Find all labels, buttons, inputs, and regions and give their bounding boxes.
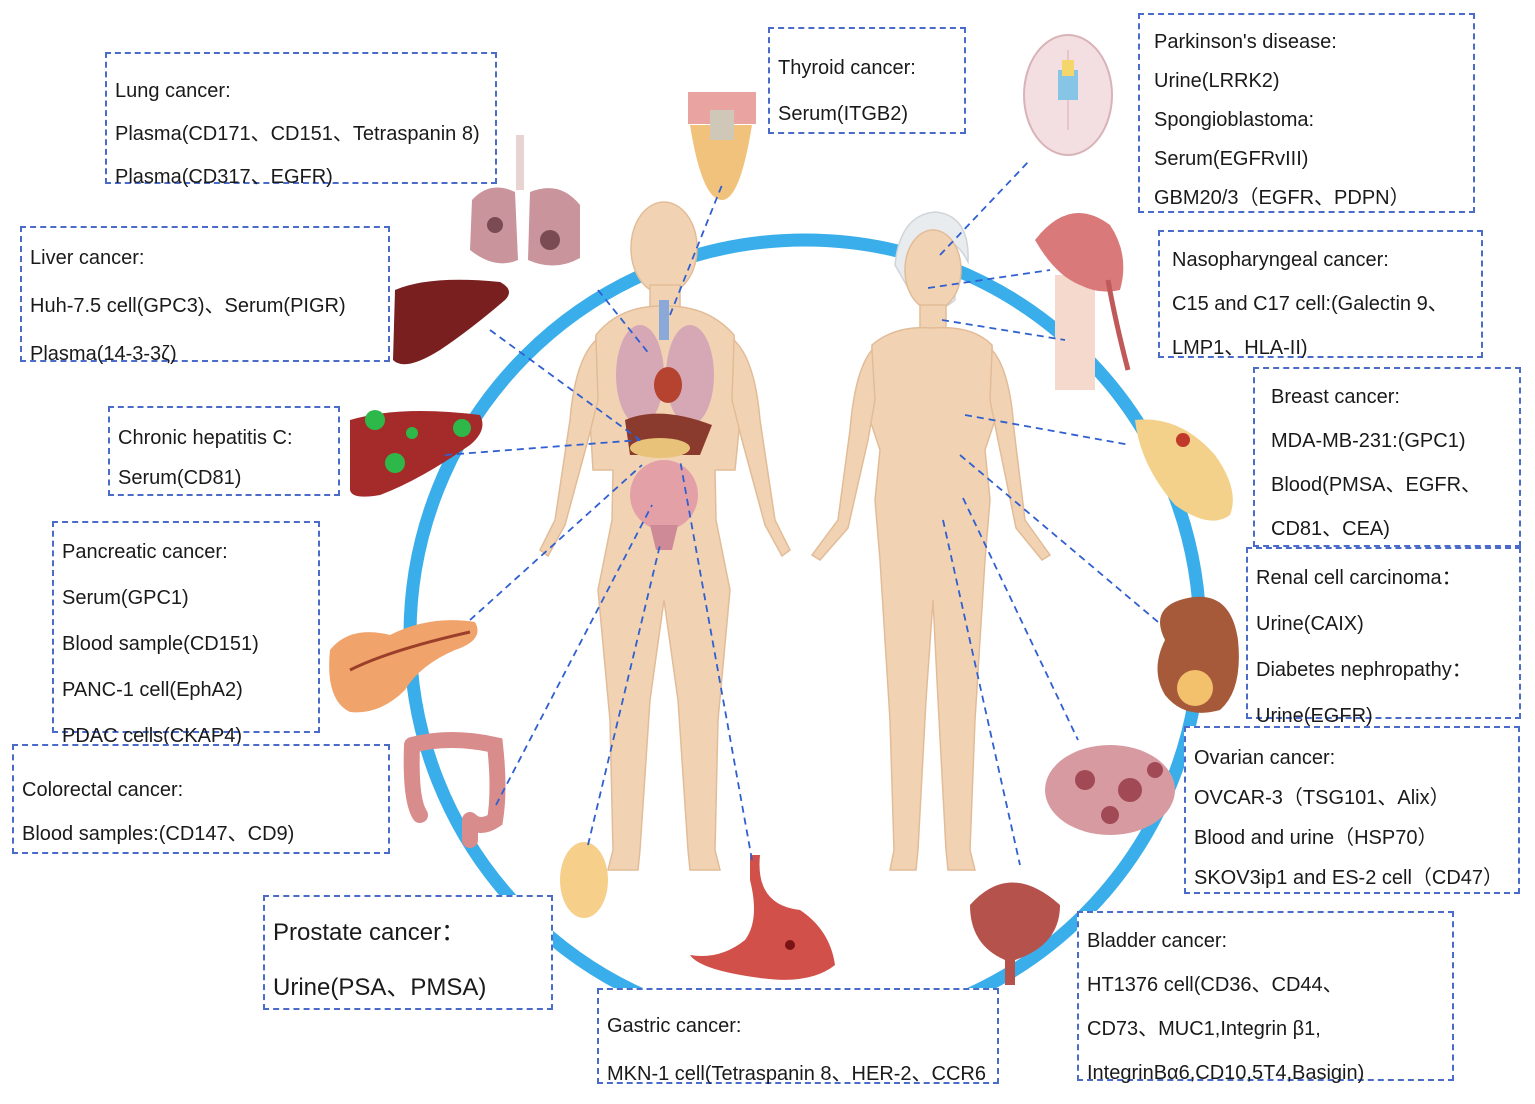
prostate-icon [560, 842, 608, 918]
parkinson-box-line-1: Urine(LRRK2) [1154, 70, 1280, 92]
ovarian-cancer-box-line-3: SKOV3ip1 and ES-2 cell（CD47） [1194, 867, 1504, 889]
pancreatic-cancer-box: Pancreatic cancer: Serum(GPC1) Blood sampl… [52, 521, 320, 747]
renal-cell-carcinoma-box-line-1: Urine(CAIX) [1256, 613, 1364, 635]
bladder-cancer-box: Bladder cancer: HT1376 cell(CD36、CD44、 CD7… [1077, 911, 1454, 1084]
prostate-cancer-box-line-0: Prostate cancer： [273, 919, 466, 946]
breast-cancer-box-line-1: MDA-MB-231:(GPC1) [1271, 430, 1466, 452]
ovary-icon [1045, 745, 1175, 835]
breast-cancer-box-line-2: Blood(PMSA、EGFR、 [1271, 474, 1482, 496]
liver-cancer-box: Liver cancer: Huh-7.5 cell(GPC3)、Serum(PI… [20, 226, 390, 365]
kidney-icon [1157, 596, 1239, 713]
lung-cancer-box: Lung cancer: Plasma(CD171、CD151、Tetraspan… [105, 52, 497, 188]
ovarian-cancer-box-line-1: OVCAR-3（TSG101、Alix） [1194, 787, 1450, 809]
colorectal-cancer-box-line-1: Blood samples:(CD147、CD9) [22, 823, 295, 845]
colorectal-cancer-box-line-0: Colorectal cancer: [22, 779, 184, 801]
liver-cancer-box-line-2: Plasma(14-3-3ζ) [30, 343, 177, 365]
parkinson-box-line-3: Serum(EGFRvIII) [1154, 148, 1309, 170]
lung-cancer-box-line-1: Plasma(CD171、CD151、Tetraspanin 8) [115, 123, 480, 145]
parkinson-box-line-4: GBM20/3（EGFR、PDPN） [1154, 187, 1410, 209]
breast-cancer-box-line-0: Breast cancer: [1271, 386, 1400, 408]
hepatitis-c-box: Chronic hepatitis C: Serum(CD81) [108, 406, 340, 496]
liver-cancer-box-line-0: Liver cancer: [30, 247, 145, 269]
thyroid-cancer-box: Thyroid cancer: Serum(ITGB2) [768, 27, 966, 134]
gastric-cancer-box-line-0: Gastric cancer: [607, 1015, 742, 1037]
infected-liver-icon [350, 410, 483, 497]
renal-cell-carcinoma-box: Renal cell carcinoma： Urine(CAIX) Diabetes… [1246, 547, 1521, 727]
nasopharynx-icon [1035, 213, 1131, 390]
thyroid-icon [688, 92, 756, 200]
ovarian-cancer-box-line-2: Blood and urine（HSP70） [1194, 827, 1438, 849]
ovarian-cancer-box: Ovarian cancer: OVCAR-3（TSG101、Alix） Blood… [1184, 726, 1520, 894]
bladder-cancer-box-line-3: IntegrinBα6,CD10,5T4,Basigin) [1087, 1062, 1365, 1084]
hepatitis-c-box-line-0: Chronic hepatitis C: [118, 427, 293, 449]
thyroid-cancer-box-line-1: Serum(ITGB2) [778, 103, 909, 125]
pancreatic-cancer-box-line-0: Pancreatic cancer: [62, 541, 228, 563]
parkinson-box-line-0: Parkinson's disease: [1154, 31, 1337, 53]
bladder-cancer-box-line-0: Bladder cancer: [1087, 930, 1228, 952]
pancreatic-cancer-box-line-3: PANC-1 cell(EphA2) [62, 679, 243, 701]
prostate-cancer-box: Prostate cancer： Urine(PSA、PMSA) [263, 895, 553, 1010]
parkinson-box-line-2: Spongioblastoma: [1154, 109, 1315, 131]
pancreas-icon [329, 620, 478, 713]
breast-cancer-box-line-3: CD81、CEA) [1271, 518, 1390, 540]
brain-icon [1023, 34, 1113, 156]
lung-cancer-box-line-0: Lung cancer: [115, 80, 231, 102]
male-internal-organs [616, 300, 714, 550]
parkinson-box: Parkinson's disease: Urine(LRRK2) Spongiob… [1138, 13, 1475, 213]
nasopharyngeal-cancer-box-line-1: C15 and C17 cell:(Galectin 9、 [1172, 293, 1448, 315]
bladder-cancer-box-line-1: HT1376 cell(CD36、CD44、 [1087, 974, 1343, 996]
renal-cell-carcinoma-box-line-2: Diabetes nephropathy： [1256, 659, 1472, 681]
bladder-icon [970, 882, 1060, 985]
renal-cell-carcinoma-box-line-0: Renal cell carcinoma： [1256, 567, 1462, 589]
colon-icon [403, 732, 506, 848]
ovarian-cancer-box-line-0: Ovarian cancer: [1194, 747, 1336, 769]
liver-icon [393, 279, 509, 365]
stomach-icon [690, 855, 835, 980]
connector-lines [444, 159, 1159, 866]
liver-cancer-box-line-1: Huh-7.5 cell(GPC3)、Serum(PIGR) [30, 295, 346, 317]
pancreatic-cancer-box-line-2: Blood sample(CD151) [62, 633, 259, 655]
breast-icon [1135, 419, 1233, 521]
hepatitis-c-box-line-1: Serum(CD81) [118, 467, 242, 489]
renal-cell-carcinoma-box-line-3: Urine(EGFR) [1256, 705, 1373, 727]
thyroid-cancer-box-line-0: Thyroid cancer: [778, 57, 916, 79]
breast-cancer-box: Breast cancer: MDA-MB-231:(GPC1) Blood(PMS… [1253, 367, 1521, 547]
colorectal-cancer-box: Colorectal cancer: Blood samples:(CD147、C… [12, 744, 390, 854]
nasopharyngeal-cancer-box: Nasopharyngeal cancer: C15 and C17 cell:(… [1158, 230, 1483, 359]
gastric-cancer-box-line-1: MKN-1 cell(Tetraspanin 8、HER-2、CCR6 [607, 1063, 986, 1085]
prostate-cancer-box-line-1: Urine(PSA、PMSA) [273, 974, 487, 1001]
nasopharyngeal-cancer-box-line-2: LMP1、HLA-II) [1172, 337, 1308, 359]
gastric-cancer-box: Gastric cancer: MKN-1 cell(Tetraspanin 8、… [597, 988, 999, 1085]
lungs-icon [470, 135, 580, 266]
pancreatic-cancer-box-line-1: Serum(GPC1) [62, 587, 189, 609]
nasopharyngeal-cancer-box-line-0: Nasopharyngeal cancer: [1172, 249, 1389, 271]
female-body-figure [810, 211, 1052, 871]
lung-cancer-box-line-2: Plasma(CD317、EGFR) [115, 166, 333, 188]
bladder-cancer-box-line-2: CD73、MUC1,Integrin β1, [1087, 1018, 1321, 1040]
pancreatic-cancer-box-line-4: PDAC cells(CKAP4) [62, 725, 243, 747]
